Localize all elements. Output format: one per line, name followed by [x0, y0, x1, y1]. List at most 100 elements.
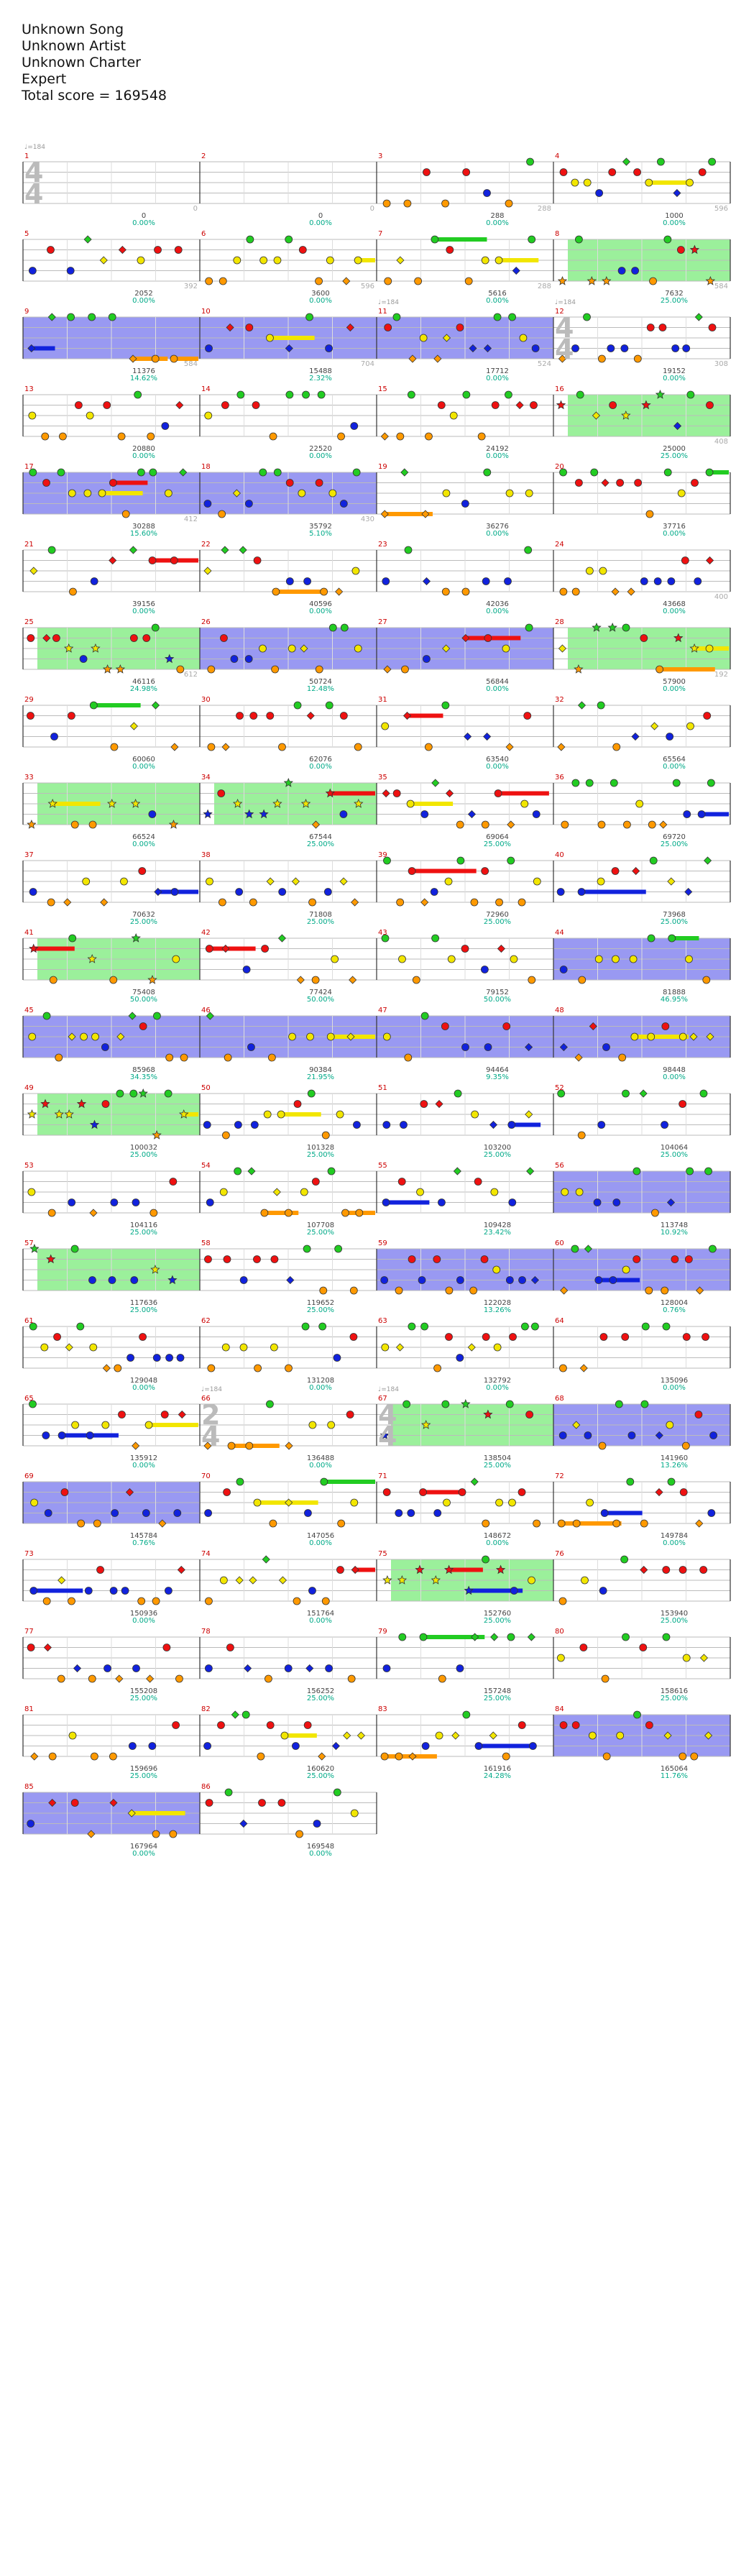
orange-note [559, 1364, 567, 1372]
measure-number: 18 [201, 463, 211, 471]
measure-number: 20 [555, 463, 564, 471]
green-note [571, 1245, 579, 1253]
cumulative-score: 43668 [663, 600, 686, 608]
orange-hopo-note [695, 1519, 704, 1528]
cumulative-score: 113748 [661, 1221, 688, 1229]
yellow-note [327, 1421, 336, 1429]
orange-note [90, 1752, 98, 1761]
green-note [662, 1322, 671, 1331]
red-hopo-note [461, 633, 470, 643]
yellow-note [495, 1498, 503, 1507]
red-note [277, 1799, 286, 1807]
blue-note [382, 1121, 391, 1129]
orange-note [93, 1519, 101, 1528]
orange-star-note [705, 275, 716, 285]
green-note [273, 468, 282, 477]
staff-row [22, 777, 731, 829]
cumulative-score: 150936 [130, 1610, 157, 1618]
measure-number: 28 [555, 618, 564, 626]
blue-note [304, 1509, 312, 1517]
green-note [647, 934, 656, 943]
blue-note [508, 1198, 517, 1206]
blue-note [250, 1121, 259, 1129]
orange-note [424, 743, 433, 751]
starpower-percent: 25.00% [307, 1772, 334, 1780]
green-note [672, 779, 681, 787]
red-sustain [448, 1567, 483, 1572]
yellow-note [581, 1576, 589, 1585]
green-note [531, 1322, 539, 1331]
yellow-hopo-note [572, 1421, 581, 1429]
blue-note [88, 1276, 96, 1284]
yellow-note [442, 489, 451, 498]
blue-note [109, 1587, 118, 1595]
yellow-note [416, 1188, 424, 1196]
red-note [491, 401, 500, 409]
green-note [622, 1633, 630, 1641]
green-note [392, 313, 401, 321]
red-note [616, 479, 625, 487]
orange-hopo-note [30, 1752, 39, 1761]
time-signature-bottom: 4 [378, 1421, 397, 1452]
yellow-hopo-note [129, 722, 138, 730]
blue-sustain [386, 1200, 430, 1205]
starpower-percent: 0.00% [132, 763, 155, 771]
green-note [633, 1710, 641, 1719]
yellow-note [351, 567, 360, 575]
red-note [118, 1411, 126, 1418]
cumulative-score: 156252 [307, 1687, 334, 1695]
measure-number: 50 [201, 1084, 211, 1092]
starpower-percent: 21.95% [307, 1073, 334, 1081]
cumulative-score: 169548 [307, 1843, 334, 1851]
red-note [42, 479, 50, 487]
starpower-percent: 0.00% [309, 1617, 332, 1625]
orange-hopo-note [611, 587, 620, 596]
green-sustain [671, 936, 699, 940]
blue-hopo-note [530, 1275, 540, 1285]
blue-note [430, 888, 438, 896]
blue-note [28, 267, 37, 275]
cumulative-score: 73968 [663, 911, 686, 919]
cumulative-score: 56844 [486, 678, 509, 686]
orange-note [272, 587, 280, 596]
cumulative-score: 77424 [309, 989, 332, 996]
red-note [245, 324, 254, 331]
blue-hopo-note [331, 1741, 341, 1751]
cumulative-score: 60060 [132, 756, 155, 764]
blue-note [284, 1664, 293, 1672]
yellow-star-note [272, 798, 282, 808]
yellow-note [502, 644, 510, 653]
measure-number: 39 [378, 851, 387, 859]
yellow-sustain [410, 802, 454, 806]
blue-note [602, 1043, 610, 1051]
orange-note [77, 1519, 86, 1528]
yellow-hopo-note [232, 489, 241, 498]
measure-number: 37 [24, 851, 34, 859]
starpower-percent: 25.00% [307, 1151, 334, 1159]
blue-note [142, 1509, 150, 1517]
yellow-sustain [281, 1112, 321, 1117]
blue-note [235, 888, 244, 896]
cumulative-score: 70632 [132, 911, 155, 919]
green-note [622, 1089, 630, 1098]
green-note [398, 1633, 407, 1641]
orange-star-note [115, 664, 126, 674]
orange-note [110, 743, 119, 751]
yellow-hopo-note [489, 1731, 497, 1740]
blue-sustain [469, 1588, 523, 1593]
measure-score: 0 [193, 205, 198, 213]
yellow-hopo-note [300, 644, 308, 653]
cumulative-score: 39156 [132, 600, 155, 608]
starpower-percent: 0.00% [132, 452, 155, 460]
green-hopo-note [622, 157, 631, 166]
staff-row [22, 1012, 731, 1062]
blue-hopo-note [512, 266, 520, 275]
cumulative-score: 40596 [309, 600, 332, 608]
cumulative-score: 155208 [130, 1687, 157, 1695]
yellow-note [594, 955, 603, 963]
yellow-note [30, 1498, 39, 1507]
starpower-percent: 10.92% [661, 1229, 688, 1237]
red-note [679, 1488, 688, 1496]
red-note [67, 712, 75, 720]
red-sustain [33, 946, 75, 951]
